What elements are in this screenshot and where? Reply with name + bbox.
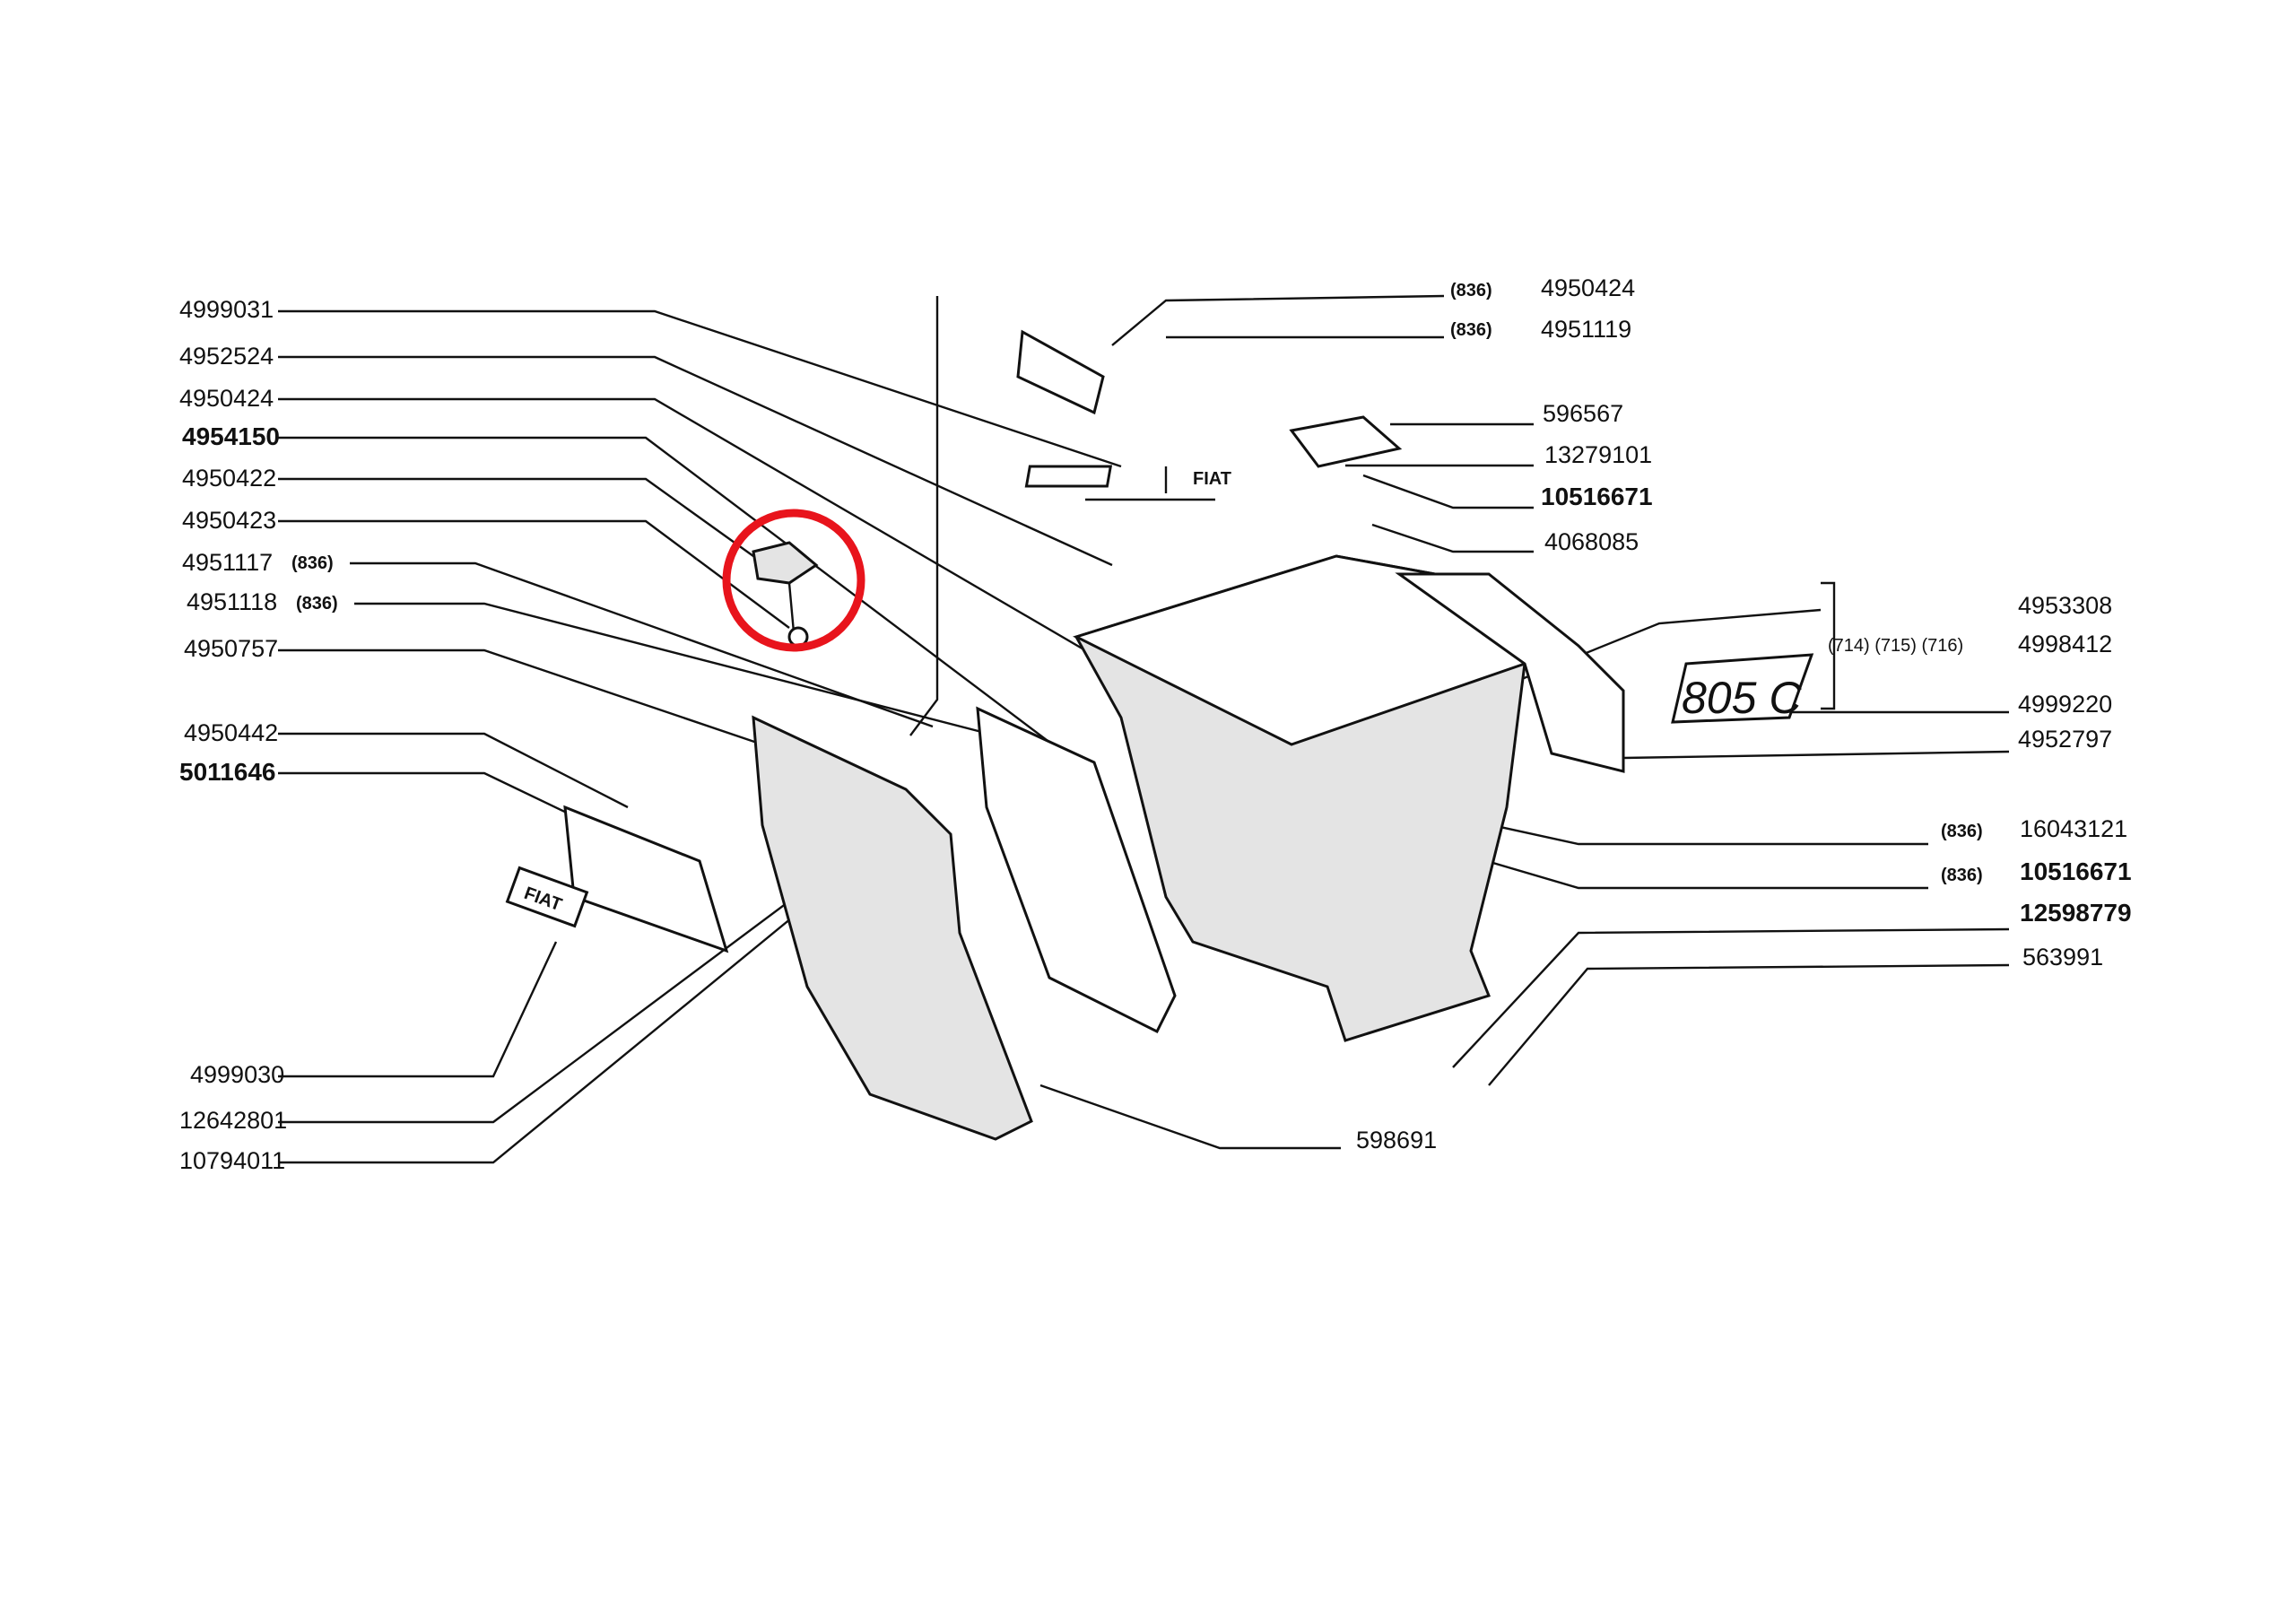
part-label: 4998412 (2018, 631, 2112, 657)
part-note: (836) (1450, 281, 1492, 300)
part-label: 563991 (2022, 944, 2103, 971)
part-label: 10516671 (1541, 483, 1653, 510)
fiat-badge-small (505, 866, 589, 928)
fiat-badge-top-text: FIAT (1193, 469, 1231, 489)
part-label: 4950424 (179, 385, 274, 412)
part-note: (714) (715) (716) (1828, 636, 1963, 656)
parts: FIAT FIAT 805 C (505, 329, 1814, 1141)
part-label: 4952524 (179, 343, 274, 370)
part-label: 4952797 (2018, 726, 2112, 753)
highlight-circle (722, 509, 865, 652)
part-note: (836) (1941, 866, 1983, 885)
part-note: (836) (1941, 822, 1983, 841)
part-label: 4950423 (182, 507, 276, 534)
part-label: 12642801 (179, 1107, 287, 1134)
part-label: 13279101 (1544, 441, 1652, 468)
part-label: 4999220 (2018, 691, 2112, 718)
fiat-badge-top (1024, 465, 1113, 488)
left-labels: 4999031 4952524 4950424 4954150 4950422 … (179, 296, 338, 1174)
part-label: 598691 (1356, 1127, 1437, 1153)
part-label: 4999030 (190, 1061, 284, 1088)
grille-panel (976, 706, 1177, 1034)
part-note: (836) (291, 553, 334, 573)
side-grille (563, 805, 729, 953)
cover-596567 (1289, 415, 1403, 468)
part-note: (836) (1450, 320, 1492, 340)
front-grille (752, 715, 1033, 1141)
part-label: 16043121 (2020, 815, 2127, 842)
part-label: 4068085 (1544, 528, 1639, 555)
part-label: 4950422 (182, 465, 276, 492)
model-badge-text: 805 C (1682, 673, 1802, 723)
right-labels: (836) 4950424 (836) 4951119 596567 13279… (1356, 274, 2132, 1153)
part-label: 5011646 (179, 758, 275, 786)
fender-bracket (1395, 572, 1625, 773)
part-label: 4999031 (179, 296, 274, 323)
part-label: 4951119 (1541, 316, 1631, 343)
hinge-bracket (1016, 329, 1105, 415)
part-label: 10516671 (2020, 857, 2132, 885)
model-badge (1671, 653, 1814, 724)
part-label: 4951117 (182, 549, 273, 576)
part-label: 10794011 (179, 1147, 285, 1174)
part-label: 4950424 (1541, 274, 1635, 301)
part-note: (836) (296, 594, 338, 614)
part-label: 596567 (1543, 400, 1623, 427)
leader-lines (278, 294, 2010, 1164)
part-label: 4950757 (184, 635, 278, 662)
part-label: 12598779 (2020, 899, 2132, 927)
part-label: 4951118 (187, 588, 277, 615)
part-label: 4954150 (182, 422, 280, 450)
hood-latch-4950422 (752, 541, 819, 585)
part-label: 4950442 (184, 719, 278, 746)
part-label: 4953308 (2018, 592, 2112, 619)
